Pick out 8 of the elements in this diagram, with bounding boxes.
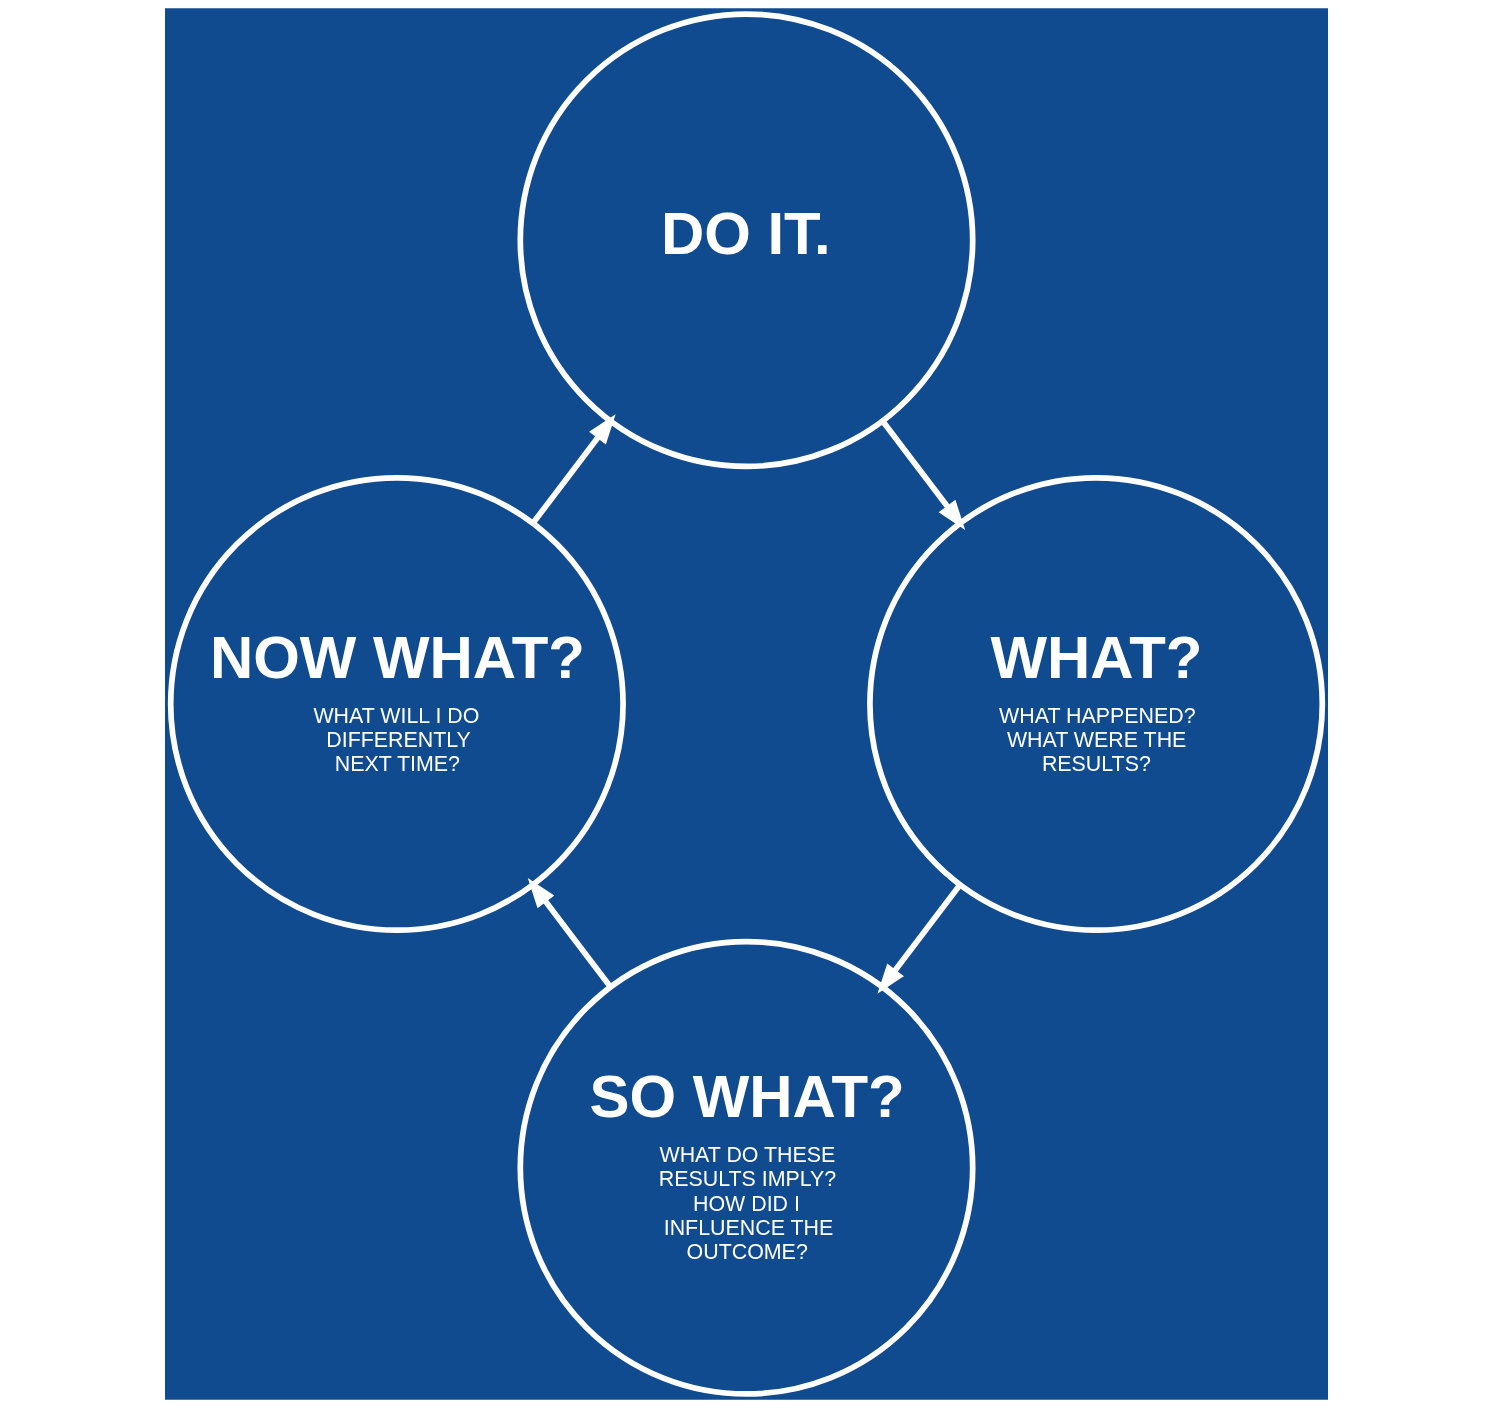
node-circle: WHAT? WHAT HAPPENED? WHAT WERE THE RESULTS? (866, 474, 1325, 934)
node-circle: DO IT. (516, 11, 976, 470)
arrow (527, 877, 613, 989)
node-circle: SO WHAT? WHAT DO THESE RESULTS IMPLY? HOW DID I INFLUENCE THE OUTCOME? (516, 938, 976, 1397)
arrow (876, 883, 962, 994)
arrow (879, 419, 965, 530)
arrow (530, 414, 616, 525)
node-circle: NOW WHAT? WHAT WILL I DO DIFFERENTLY NEXT TIME? (167, 474, 626, 934)
